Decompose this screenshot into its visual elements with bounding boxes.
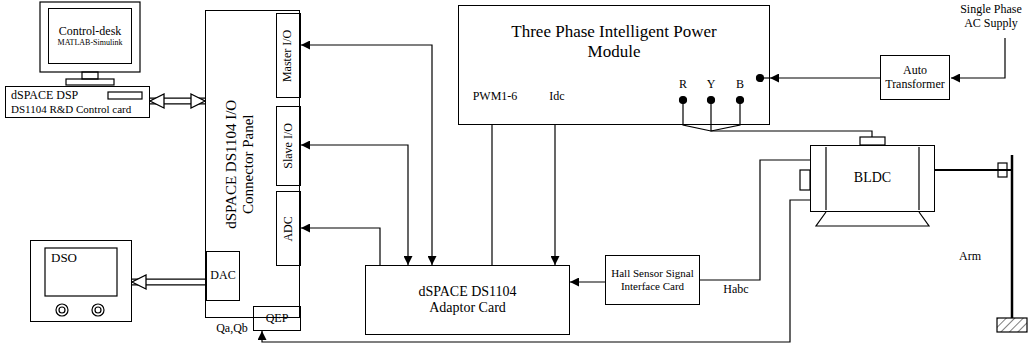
connector-line bbox=[700, 160, 810, 280]
connector-line bbox=[554, 125, 555, 265]
connector-fill bbox=[150, 99, 205, 104]
node-subtitle: DS1104 R&D Control card bbox=[11, 103, 131, 116]
connector-line bbox=[770, 77, 880, 78]
arm-pivot-base bbox=[997, 318, 1027, 332]
shaft-collar bbox=[998, 163, 1007, 177]
connector-line bbox=[301, 45, 432, 265]
motor-shaft bbox=[935, 169, 1012, 171]
monitor-frame bbox=[40, 2, 140, 72]
node-title: Three Phase Intelligent Power Module bbox=[499, 22, 729, 61]
connector bbox=[711, 125, 872, 137]
scope-knob bbox=[95, 307, 101, 313]
node-title: dSPACE DSP bbox=[11, 89, 78, 103]
arm bbox=[1011, 155, 1014, 318]
port-box: Master I/O bbox=[276, 13, 301, 98]
node-title: Auto Transformer bbox=[884, 64, 946, 92]
connector-line bbox=[711, 125, 872, 137]
monitor-stand bbox=[66, 79, 114, 85]
monitor-neck bbox=[82, 72, 98, 79]
connector-line bbox=[570, 281, 605, 282]
node-title: dSPACE DS1104 I/O Connector Panel bbox=[223, 79, 258, 249]
interface-card: Hall Sensor Signal Interface Card bbox=[605, 255, 700, 305]
phase-label: B bbox=[734, 78, 746, 92]
port-box: QEP bbox=[253, 306, 301, 331]
label-holder: Arm bbox=[955, 250, 985, 264]
connector bbox=[262, 200, 810, 342]
connector bbox=[301, 228, 380, 265]
connector-outline bbox=[150, 98, 205, 105]
signal-label: Habc bbox=[716, 283, 756, 297]
label-holder: PWM1-6 bbox=[470, 90, 520, 104]
connector bbox=[770, 78, 880, 79]
port-box: DAC bbox=[206, 251, 240, 301]
monitor-screen: Control-deskMATLAB-Simulink bbox=[48, 8, 132, 64]
port-box: Slave I/O bbox=[276, 106, 301, 186]
connector bbox=[492, 125, 493, 265]
node-title: Master I/O bbox=[282, 29, 296, 81]
computer-box: dSPACE DSPDS1104 R&D Control card bbox=[5, 86, 150, 118]
connector bbox=[150, 101, 205, 102]
supply-label: Single Phase AC Supply bbox=[955, 3, 1027, 31]
scope-knob bbox=[92, 304, 104, 316]
signal-label: Idc bbox=[547, 90, 567, 104]
connector-line bbox=[301, 145, 408, 265]
label-holder: Single Phase AC Supply bbox=[955, 3, 1027, 31]
transformer-box: Auto Transformer bbox=[880, 55, 950, 100]
connector-line bbox=[491, 125, 492, 265]
node-title: Slave I/O bbox=[282, 123, 296, 169]
node-title: DSO bbox=[51, 251, 77, 266]
node-title: DAC bbox=[210, 269, 235, 283]
encoder bbox=[800, 170, 810, 190]
label-holder: Qa,Qb bbox=[210, 322, 254, 336]
connector bbox=[132, 282, 206, 283]
port-box: ADC bbox=[276, 191, 301, 266]
connector-line bbox=[262, 200, 810, 342]
motor-terminal-box bbox=[860, 137, 885, 145]
label-holder: Habc bbox=[716, 283, 756, 297]
connector-fill bbox=[132, 280, 206, 285]
connector bbox=[570, 282, 605, 283]
motor-foot bbox=[816, 212, 929, 226]
node-title: BLDC bbox=[854, 170, 891, 186]
scope-knob bbox=[59, 307, 65, 313]
connector-outline bbox=[132, 279, 206, 286]
connector bbox=[700, 160, 810, 280]
oscilloscope: DSO bbox=[30, 240, 132, 322]
phase-label: Y bbox=[705, 78, 717, 92]
motor-casing-line bbox=[826, 147, 919, 210]
input-wire bbox=[760, 77, 770, 78]
node-title: Hall Sensor Signal Interface Card bbox=[610, 267, 695, 292]
motor-body: BLDC bbox=[810, 145, 935, 212]
signal-label: Qa,Qb bbox=[210, 322, 254, 336]
connector-line bbox=[301, 228, 380, 265]
label-holder: Idc bbox=[547, 90, 567, 104]
part-label: Arm bbox=[955, 250, 985, 264]
node-title: dSPACE DS1104 Adaptor Card bbox=[408, 284, 528, 316]
connector-panel: dSPACE DS1104 I/O Connector Panel Master … bbox=[205, 10, 300, 318]
adaptor-card: dSPACE DS1104 Adaptor Card bbox=[365, 265, 570, 335]
connector bbox=[301, 45, 432, 265]
label-holder: Y bbox=[705, 78, 717, 92]
phase-label: R bbox=[677, 78, 689, 92]
power-module: Three Phase Intelligent Power Module bbox=[458, 5, 770, 125]
node-subtitle: MATLAB-Simulink bbox=[58, 38, 123, 47]
scope-knob bbox=[56, 304, 68, 316]
node-title: Control-desk bbox=[59, 25, 122, 39]
connector bbox=[301, 145, 408, 265]
connector bbox=[555, 125, 556, 265]
label-holder: R bbox=[677, 78, 689, 92]
supply-wire bbox=[951, 38, 1005, 78]
signal-label: PWM1-6 bbox=[470, 90, 520, 104]
drive-slot bbox=[108, 92, 142, 99]
label-holder: B bbox=[734, 78, 746, 92]
scope-screen bbox=[45, 248, 117, 296]
node-title: ADC bbox=[282, 216, 296, 241]
node-title: QEP bbox=[266, 312, 289, 326]
